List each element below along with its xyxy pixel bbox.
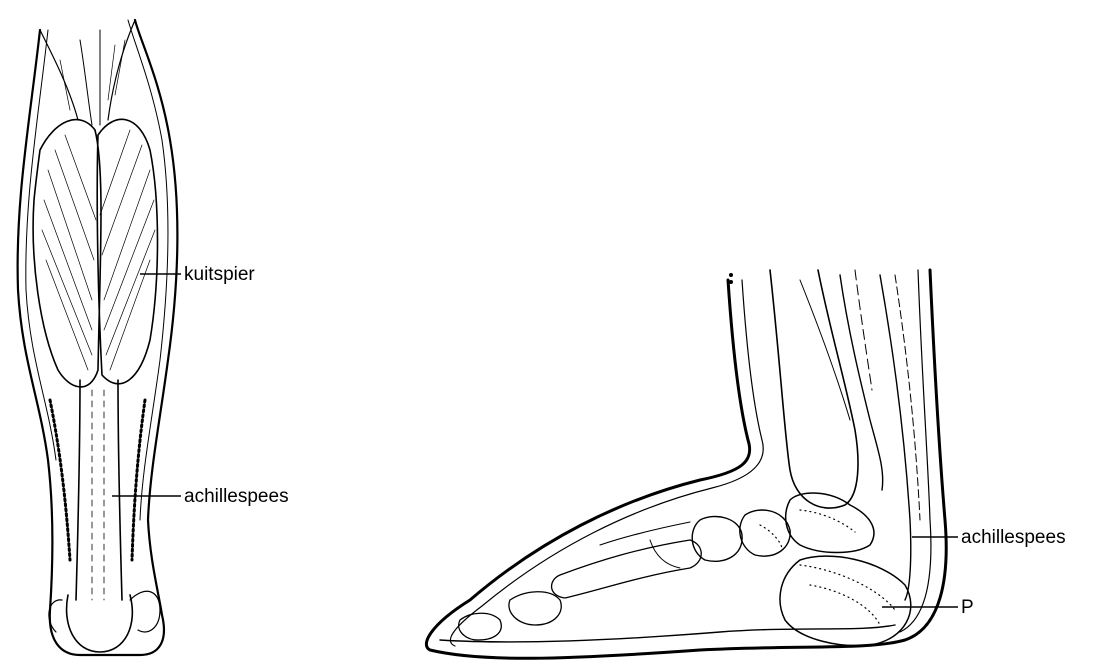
label-kuitspier: kuitspier: [184, 265, 255, 284]
foot-outer-contour: [426, 270, 946, 658]
navicular: [740, 510, 790, 556]
label-achillespees-left: achillespees: [184, 487, 289, 506]
calcaneus: [780, 556, 911, 645]
label-p: P: [961, 598, 974, 617]
phalanx-distal: [459, 613, 502, 640]
achilles-tendon-right: [880, 275, 911, 600]
talus: [786, 493, 874, 552]
label-achillespees-right: achillespees: [961, 528, 1066, 547]
phalanx-proximal: [509, 592, 561, 625]
metatarsal-1: [552, 540, 702, 598]
metatarsal-2: [600, 522, 690, 545]
